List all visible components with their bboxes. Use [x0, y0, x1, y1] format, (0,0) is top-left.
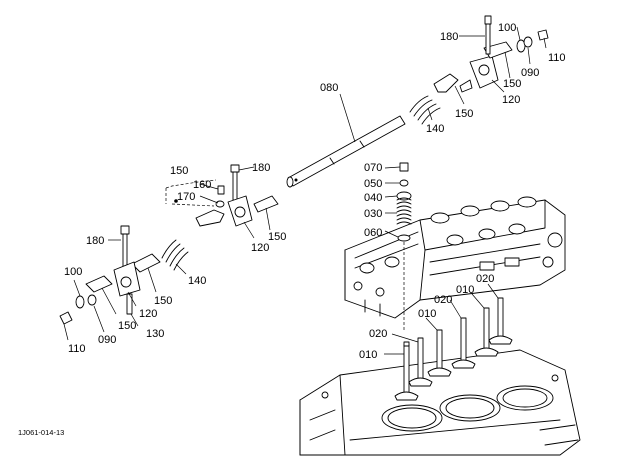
part-160	[217, 185, 225, 195]
label-130: 130	[146, 328, 164, 340]
valve-cap-070	[399, 162, 409, 172]
bolt-180-mid	[230, 164, 240, 173]
bolt-180-right	[484, 15, 492, 25]
screw-110-left	[59, 311, 73, 325]
label-120-left: 120	[139, 308, 157, 320]
screw-110-right	[537, 29, 549, 41]
valves	[394, 297, 513, 401]
label-010-a: 010	[418, 308, 436, 320]
bolt-180-left	[120, 225, 130, 235]
label-150-mid: 150	[268, 231, 286, 243]
rocker-arm-150-right-a	[433, 73, 459, 93]
rocker-arm-150-left-b	[85, 275, 113, 293]
callout-labels: 180 100 110 090 150 120 080 150 140 150 …	[18, 22, 566, 437]
rocker-arm-150-right-b	[483, 41, 513, 59]
label-010-b: 010	[456, 284, 474, 296]
label-150-group: 150	[170, 165, 188, 177]
rocker-arm-150-left-a	[131, 253, 161, 273]
label-140-left: 140	[188, 275, 206, 287]
label-050: 050	[364, 178, 382, 190]
spring-140-right	[409, 95, 441, 125]
label-090-left: 090	[98, 334, 116, 346]
label-180-left: 180	[86, 235, 104, 247]
valve-seal-060	[397, 234, 411, 242]
rocker-group-right	[409, 15, 549, 125]
label-020-c: 020	[476, 273, 494, 285]
leader-lines	[63, 26, 547, 355]
label-080: 080	[320, 82, 338, 94]
label-120-mid: 120	[251, 242, 269, 254]
label-170: 170	[177, 191, 195, 203]
label-010-c: 010	[359, 349, 377, 361]
label-110-left: 110	[68, 343, 86, 355]
part-170	[215, 200, 225, 208]
label-110-top: 110	[548, 52, 566, 64]
label-030: 030	[364, 208, 382, 220]
rocker-arm-150-mid-a	[195, 209, 225, 227]
spring-washer-090-left	[87, 294, 97, 306]
label-090-top: 090	[521, 67, 539, 79]
washer-100-left	[75, 295, 85, 309]
valve-spring-030	[396, 197, 412, 225]
label-060: 060	[364, 227, 382, 239]
spring-140-left	[161, 239, 189, 271]
label-160: 160	[193, 179, 211, 191]
collet-050	[399, 179, 409, 187]
label-070: 070	[364, 162, 382, 174]
label-100-top: 100	[498, 22, 516, 34]
label-100-left: 100	[64, 266, 82, 278]
label-150-top-b: 150	[455, 108, 473, 120]
label-150-left-a: 150	[154, 295, 172, 307]
rocker-shaft	[286, 115, 406, 188]
cylinder-head	[344, 196, 566, 319]
label-150-left-b: 150	[118, 320, 136, 332]
figure-code: 1J061-014-13	[18, 428, 64, 437]
label-180-mid: 180	[252, 162, 270, 174]
cylinder-block	[299, 349, 581, 456]
label-150-top-a: 150	[503, 78, 521, 90]
label-140-top: 140	[426, 123, 444, 135]
label-120-top: 120	[502, 94, 520, 106]
rocker-arm-150-mid-b	[253, 195, 279, 213]
rocker-group-left	[59, 225, 189, 325]
label-020-a: 020	[369, 328, 387, 340]
valve-spring-assembly	[396, 162, 412, 330]
spring-washer-090-right	[523, 36, 533, 48]
label-020-b: 020	[434, 294, 452, 306]
label-040: 040	[364, 192, 382, 204]
label-180-top: 180	[440, 31, 458, 43]
rocker-group-middle	[165, 164, 279, 227]
